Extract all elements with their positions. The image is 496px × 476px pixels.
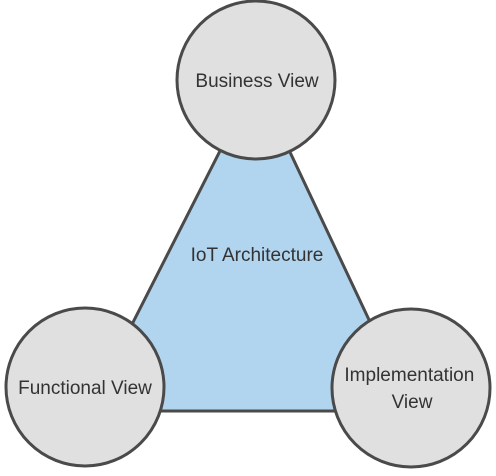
functional-view-node: Functional View [4, 306, 166, 468]
functional-view-label: Functional View [18, 378, 152, 399]
business-view-circle [175, 0, 337, 161]
implementation-view-label: Implementation View [344, 365, 479, 413]
business-view-label: Business View [195, 71, 318, 92]
implementation-view-circle [330, 307, 492, 469]
center-label: IoT Architecture [191, 245, 324, 266]
business-view-label-line: Business View [195, 71, 318, 92]
implementation-view-node: Implementation View [330, 307, 492, 469]
functional-view-circle [4, 306, 166, 468]
functional-view-label-line: Functional View [18, 378, 152, 399]
implementation-view-label-line-1: Implementation [344, 365, 474, 386]
implementation-view-label-line-2: View [392, 392, 433, 413]
architecture-triangle [86, 78, 414, 413]
business-view-node: Business View [175, 0, 337, 161]
